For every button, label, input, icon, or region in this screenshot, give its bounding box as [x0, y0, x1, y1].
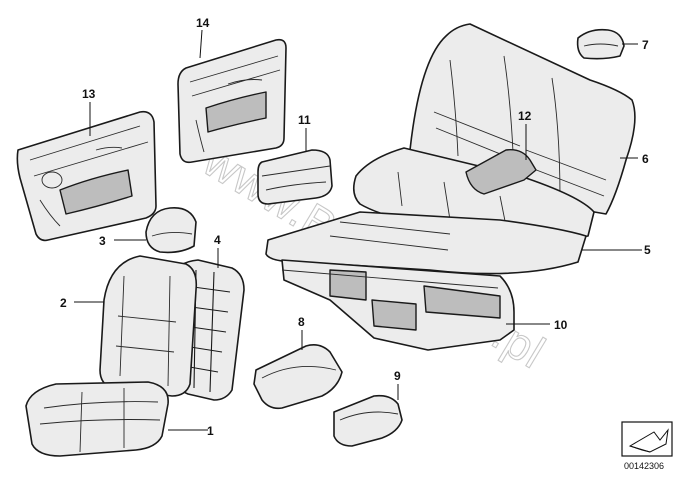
- part-11-armrest: [257, 149, 333, 205]
- callout-4: 4: [214, 233, 221, 247]
- callout-14: 14: [196, 16, 210, 30]
- callout-9: 9: [394, 369, 401, 383]
- callout-6: 6: [642, 152, 649, 166]
- part-7-rear-headrest: [576, 28, 625, 60]
- part-10-rear-seat-base: [281, 259, 515, 351]
- part-5-rear-cushion-frame: [265, 211, 587, 275]
- callout-7: 7: [642, 38, 649, 52]
- part-14-rear-door-panel: [177, 38, 287, 164]
- callout-2: 2: [60, 296, 67, 310]
- callout-3: 3: [99, 234, 106, 248]
- leader-lines: [74, 29, 642, 431]
- part-13-front-door-panel: [16, 110, 157, 242]
- callout-10: 10: [554, 318, 568, 332]
- callout-12: 12: [518, 109, 532, 123]
- diagram-code: 00142306: [624, 461, 664, 471]
- part-8-armrest-cushion: [253, 344, 343, 410]
- callout-5: 5: [644, 243, 651, 257]
- part-3-front-headrest: [145, 206, 197, 254]
- callout-11: 11: [298, 113, 311, 127]
- diagram-arrow-icon: [628, 428, 669, 453]
- part-9-small-cushion: [333, 394, 403, 447]
- callout-8: 8: [298, 315, 305, 329]
- callouts: 1 2 3 4 5 6 7 8 9 10 11 12 13 14: [60, 16, 651, 438]
- reference-stamp: 00142306: [621, 421, 673, 471]
- part-2-front-backrest: [99, 255, 198, 397]
- part-12-center-armrest: [465, 149, 537, 195]
- callout-13: 13: [82, 87, 96, 101]
- part-1-front-seat-cushion: [25, 381, 169, 457]
- callout-1: 1: [207, 424, 214, 438]
